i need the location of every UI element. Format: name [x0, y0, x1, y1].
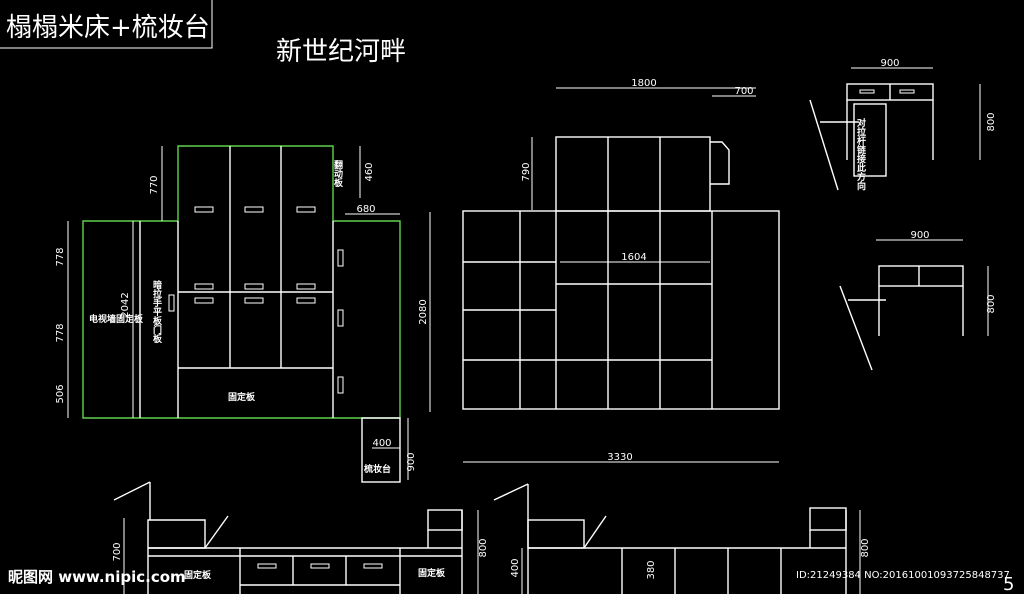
label-bl-fixed-b: 固定板 — [418, 567, 446, 579]
dim-br-380: 380 — [646, 560, 657, 579]
desk-side-view: 900 800 — [839, 230, 997, 371]
label-hidden-door: 暗拉手平板门板 — [151, 279, 162, 344]
label-tv-fixed: 电视墙固定板 — [89, 313, 144, 325]
plan-outline — [82, 145, 401, 419]
dim-2042: 2042 — [120, 292, 131, 317]
dim-400: 400 — [372, 438, 391, 449]
dim-790: 790 — [521, 162, 532, 181]
desk-top-view: 900 800 对拉杆链接此方向 — [809, 58, 997, 191]
dim-3330: 3330 — [607, 452, 632, 463]
page-number: 5 — [1003, 574, 1014, 594]
label-fixed-plate: 固定板 — [228, 391, 256, 403]
dim-506: 506 — [55, 384, 66, 403]
dim-side-900: 900 — [910, 230, 929, 241]
dim-bl-800: 800 — [478, 538, 489, 557]
drawing-title: 榻榻米床+梳妆台 — [6, 13, 210, 43]
dim-1800: 1800 — [631, 78, 656, 89]
watermark: 昵图网 www.nipic.com ID:21249384 NO:2016100… — [8, 568, 1014, 594]
dim-680: 680 — [356, 204, 375, 215]
dim-460: 460 — [364, 162, 375, 181]
watermark-id: ID:21249384 NO:20161001093725848737 — [796, 570, 1010, 581]
dim-778-a: 778 — [55, 247, 66, 266]
bottom-left-section: 700 800 固定板 固定板 — [112, 481, 489, 594]
title-block: 榻榻米床+梳妆台 新世纪河畔 — [0, 0, 406, 67]
dim-2080: 2080 — [418, 299, 429, 324]
label-vanity: 梳妆台 — [363, 463, 391, 475]
dim-br-800: 800 — [860, 538, 871, 557]
project-name: 新世纪河畔 — [276, 37, 406, 67]
bottom-right-section: 400 380 800 — [493, 483, 871, 594]
dim-desk-800: 800 — [986, 112, 997, 131]
label-bl-fixed-a: 固定板 — [184, 569, 212, 581]
label-top-side: 翻动板 — [332, 159, 343, 188]
label-rod-direction: 对拉杆链接此方向 — [855, 117, 866, 191]
dim-700: 700 — [734, 86, 753, 97]
dim-900: 900 — [406, 452, 417, 471]
dim-br-400: 400 — [510, 558, 521, 577]
dim-1604: 1604 — [621, 252, 646, 263]
dim-bl-700: 700 — [112, 542, 123, 561]
front-elevation: 1800 700 790 1604 3330 — [462, 78, 780, 463]
dim-778-b: 778 — [55, 323, 66, 342]
dim-side-800: 800 — [986, 294, 997, 313]
watermark-site: 昵图网 www.nipic.com — [8, 568, 186, 586]
dim-770: 770 — [149, 175, 160, 194]
dim-desk-900: 900 — [880, 58, 899, 69]
plan-view: 770 460 680 778 778 506 2042 2080 400 90… — [55, 145, 431, 483]
